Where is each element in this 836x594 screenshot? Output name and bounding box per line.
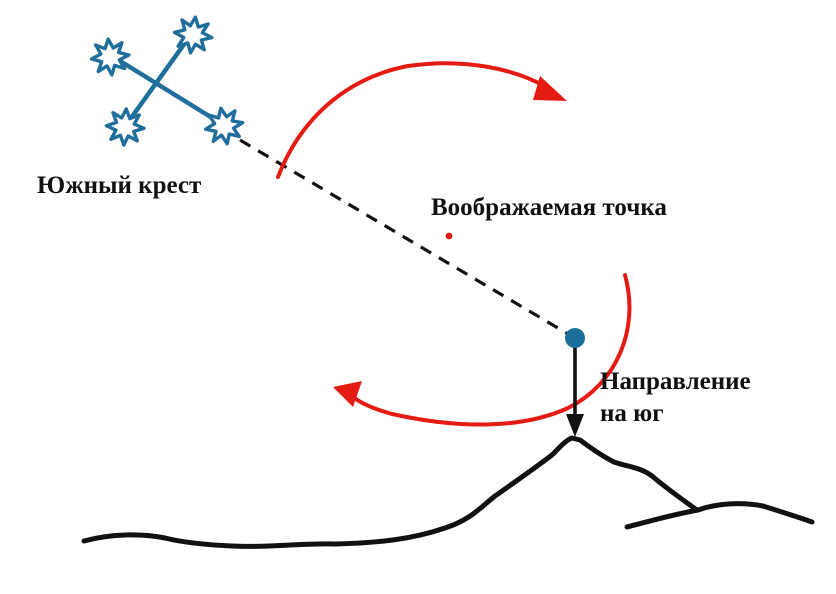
southern-cross-label: Южный крест	[37, 172, 201, 199]
southern-cross-constellation	[90, 15, 246, 147]
red-curved-arrow-icon	[333, 381, 362, 407]
rotation-arrow-bottom	[333, 275, 629, 425]
blue-dot-icon	[565, 328, 585, 348]
star-icon	[203, 105, 246, 147]
red-curved-arrow-icon	[533, 76, 567, 101]
south-direction-label-line2: на юг	[600, 400, 664, 427]
imaginary-point-label: Воображаемая точка	[431, 194, 667, 221]
south-direction-label-line1: Направление	[600, 368, 751, 395]
cross-long-bar	[126, 36, 190, 125]
dashed-pointer-line	[240, 140, 568, 334]
rotation-arrow-top	[278, 63, 567, 177]
imaginary-point-dot	[446, 233, 453, 240]
star-icon	[105, 108, 145, 147]
horizon-silhouette	[84, 438, 812, 546]
star-icon	[90, 37, 131, 77]
south-direction-arrow	[566, 348, 584, 437]
